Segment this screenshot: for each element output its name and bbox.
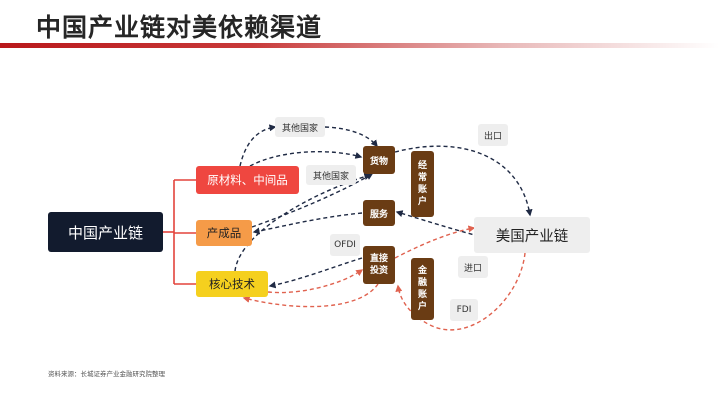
source-note: 资料来源：长城证券产业金融研究院整理: [48, 370, 165, 378]
raw-materials-node: 原材料、中间品: [196, 166, 299, 194]
current-account-char: 账: [417, 185, 427, 195]
current-account-char: 经: [417, 161, 427, 171]
current-account-node: 经 常 账 户: [411, 151, 434, 217]
finished-goods-node: 产成品: [196, 220, 252, 246]
current-account-char: 常: [417, 173, 427, 183]
arrow-services-to-fin: [252, 212, 363, 235]
direct-investment-line-1: 直接: [369, 254, 388, 264]
ofdi-tag: OFDI: [330, 234, 360, 256]
services-channel-node: 服务: [363, 200, 395, 226]
direct-investment-channel-node: 直接 投资: [363, 246, 395, 284]
other-countries-tag: 其他国家: [275, 117, 325, 137]
arrow-raw-to-other1: [239, 124, 277, 167]
title-underline: [0, 43, 719, 48]
financial-account-char: 账: [417, 290, 427, 300]
financial-account-char: 金: [417, 266, 427, 276]
arrow-fdi-to-us: [394, 225, 476, 259]
china-industry-chain-node: 中国产业链: [48, 212, 163, 252]
direct-investment-line-2: 投资: [369, 266, 388, 276]
export-tag: 出口: [478, 124, 508, 146]
arrow-us-to-fdi-loop: [395, 252, 526, 331]
page-title: 中国产业链对美依赖渠道: [36, 13, 323, 42]
import-tag: 进口: [458, 256, 488, 278]
arrow-goods-to-us: [394, 145, 533, 217]
core-technology-node: 核心技术: [196, 271, 268, 297]
arrow-raw-to-goods: [249, 150, 363, 167]
goods-channel-node: 货物: [363, 146, 395, 174]
financial-account-char: 户: [417, 302, 427, 312]
financial-account-char: 融: [417, 278, 427, 288]
arrow-core-to-fdi: [267, 269, 364, 294]
current-account-char: 户: [417, 197, 427, 207]
us-industry-chain-node: 美国产业链: [474, 217, 590, 253]
arrow-fdi-to-core: [268, 257, 363, 289]
fdi-tag: FDI: [450, 299, 478, 321]
arrow-fdi-to-core-return: [242, 283, 379, 308]
arrow-core-to-goods: [234, 173, 372, 272]
arrow-other1-to-goods: [324, 126, 378, 148]
financial-account-node: 金 融 账 户: [411, 258, 434, 320]
branch-connector: [163, 179, 196, 285]
arrow-fin-to-goods: [251, 173, 374, 228]
other-countries-tag: 其他国家: [306, 165, 356, 185]
